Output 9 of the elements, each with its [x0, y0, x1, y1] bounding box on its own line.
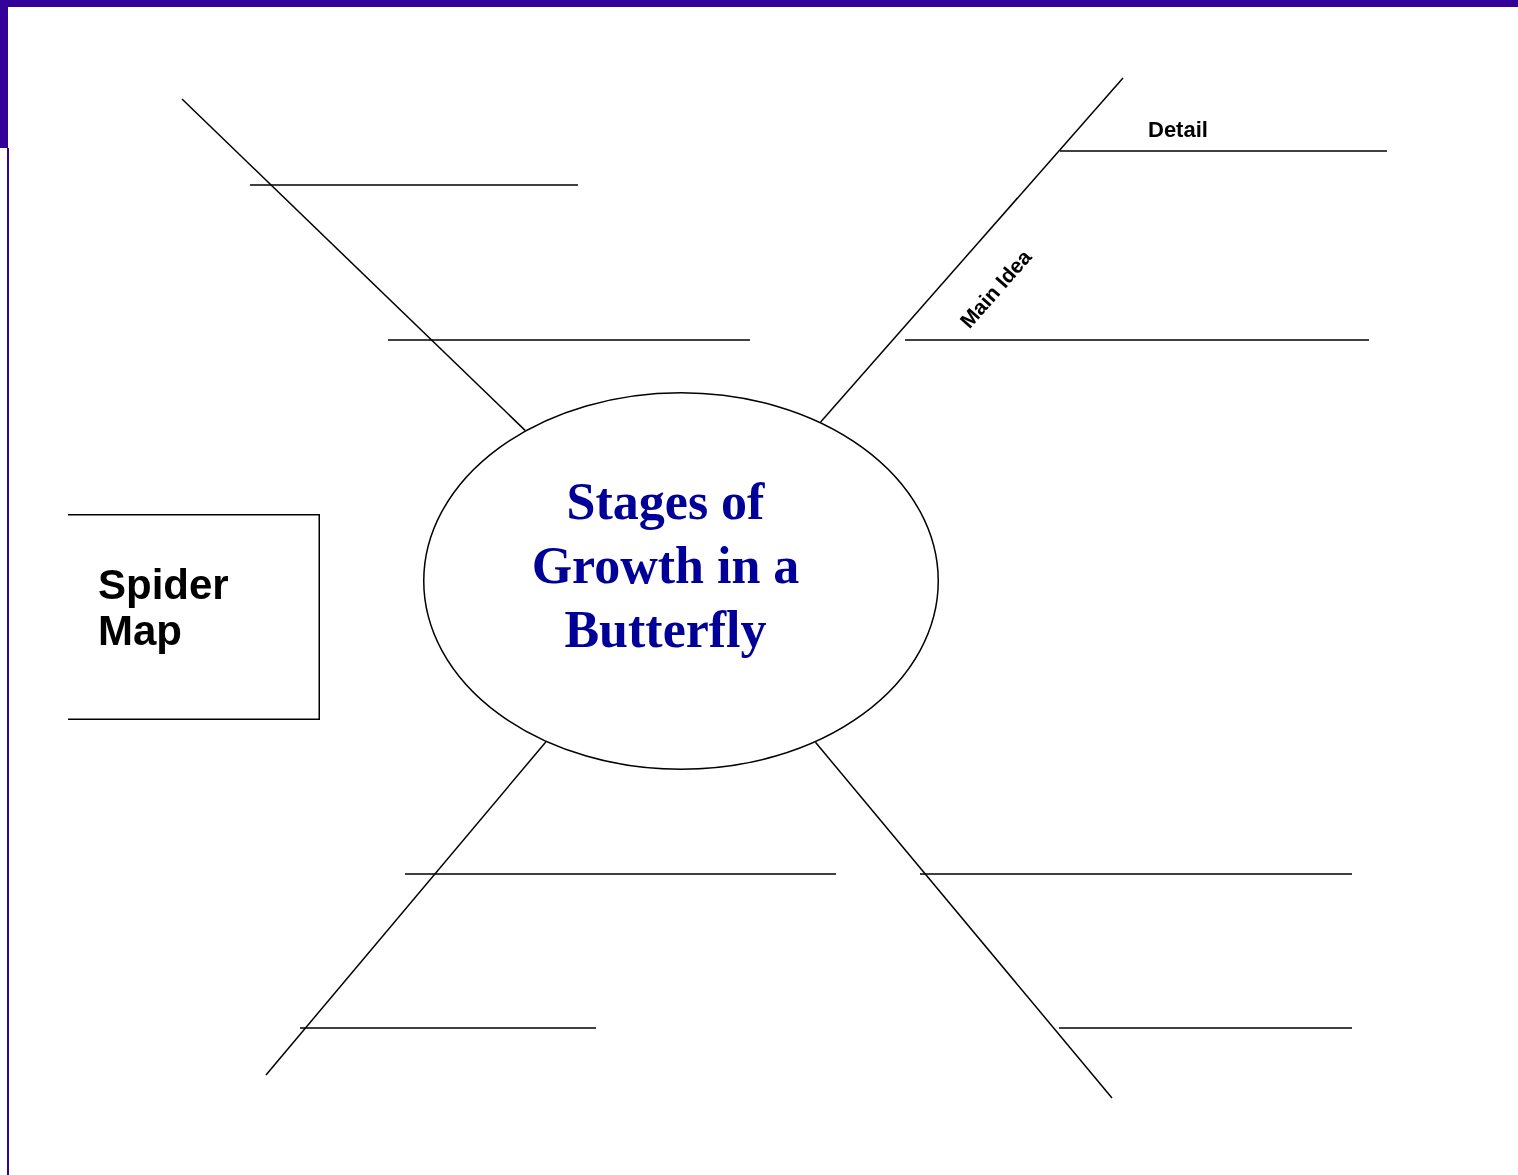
title-box [68, 514, 320, 720]
spoke-line [819, 77, 1124, 423]
spoke-line [181, 98, 526, 432]
spoke-line [265, 741, 547, 1076]
title-text: Spider Map [98, 562, 230, 654]
spoke-line [814, 741, 1113, 1099]
topic-text: Stages of Growth in a Butterfly [530, 472, 801, 660]
column-heading: Detail [1148, 117, 1208, 143]
topic-ellipse [423, 392, 939, 770]
